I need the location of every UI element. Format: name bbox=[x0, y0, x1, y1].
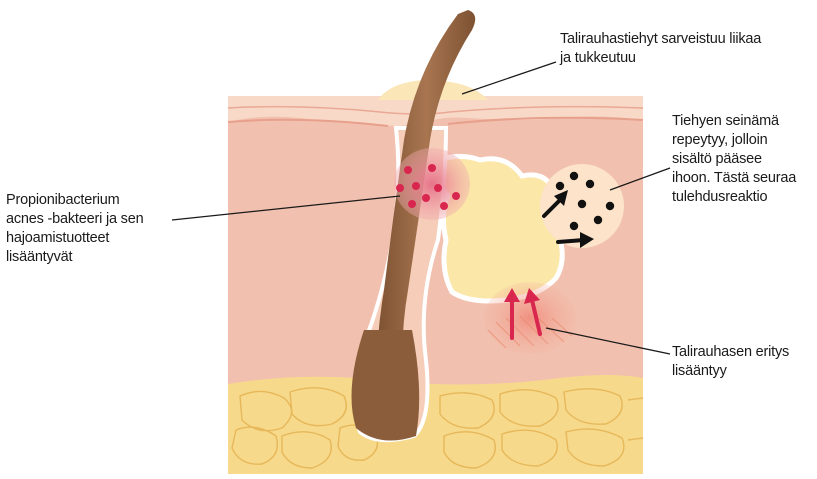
label-secretion: Talirauhasen eritys lisääntyy bbox=[672, 343, 789, 381]
label-wall-rupture: Tiehyen seinämä repeytyy, jolloin sisält… bbox=[672, 112, 796, 207]
label-duct-blockage: Talirauhastiehyt sarveistuu liikaa ja tu… bbox=[560, 30, 761, 68]
fat-layer bbox=[228, 375, 643, 474]
label-bacteria: Propionibacterium acnes -bakteeri ja sen… bbox=[6, 191, 143, 267]
hair-bulb bbox=[352, 330, 420, 441]
bacteria-patch bbox=[394, 148, 470, 220]
